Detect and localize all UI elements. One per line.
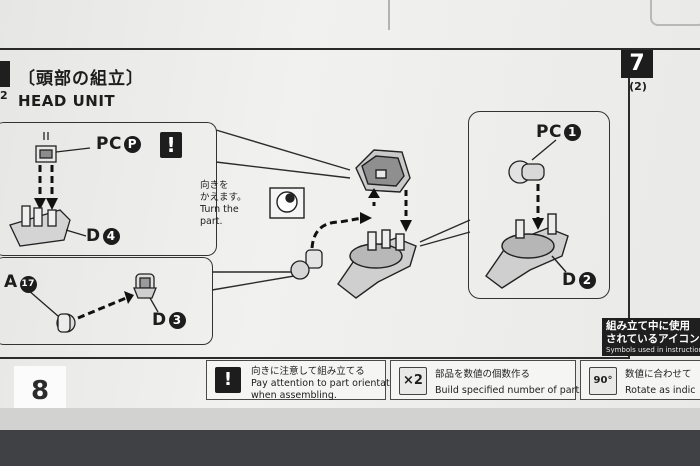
next-step-number: 7 — [621, 50, 653, 78]
arrowhead — [360, 212, 372, 224]
legend-item-quantity: ×2 部品を数値の個数作る Build specified number of … — [390, 360, 587, 400]
previous-section-strip — [0, 0, 700, 50]
step-panel — [0, 55, 630, 359]
part-head-base-icon — [337, 229, 417, 299]
faded-divider — [388, 0, 390, 30]
part-d4-icon — [9, 205, 87, 247]
callout-line — [211, 274, 301, 291]
turn-part-icon — [269, 187, 305, 219]
faded-box — [650, 0, 700, 26]
insert-arrow — [310, 216, 363, 249]
page-number: 8 — [14, 366, 66, 416]
warning-icon: ! — [215, 367, 241, 393]
arrowhead — [400, 220, 412, 232]
next-step-sub: (2) — [629, 80, 647, 93]
detail-bubble-pc-p — [0, 122, 217, 256]
part-d2-icon — [485, 213, 569, 289]
step-title-en: HEAD UNIT — [18, 92, 116, 110]
turn-part-note: 向きを かえます。 Turn the part. — [200, 180, 247, 227]
part-pc-1-icon — [508, 139, 557, 184]
part-pc-p-icon — [35, 132, 91, 163]
legend-item-rotate: 90° 数値に合わせて Rotate as indic — [580, 360, 700, 400]
arrowhead — [368, 188, 380, 198]
icon-legend-heading: 組み立て中に使用 されているアイコン Symbols used in instr… — [602, 318, 700, 356]
detail-bubble-a17 — [0, 257, 213, 345]
callout-line — [419, 219, 471, 243]
step-tag-block — [0, 61, 10, 87]
detail-bubble-pc-1 — [468, 111, 610, 299]
callout-line — [419, 231, 471, 247]
insert-arrow — [77, 296, 127, 320]
step-title-jp: 〔頭部の組立〕 — [18, 69, 144, 89]
arrowhead — [34, 198, 46, 210]
legend-item-orientation: ! 向きに注意して組み立てる Pay attention to part ori… — [206, 360, 404, 401]
callout-line — [215, 161, 351, 179]
sheet-bottom-band — [0, 408, 700, 430]
part-neck-joint-icon — [290, 249, 323, 280]
callout-line — [215, 129, 351, 171]
arrowhead — [46, 198, 58, 210]
warning-icon: ! — [160, 132, 182, 158]
part-d3-icon — [133, 273, 159, 313]
multiply-icon: ×2 — [399, 367, 427, 395]
step-tag-sub: 2 — [0, 89, 8, 102]
step-tag: 2 — [0, 61, 10, 109]
arrowhead — [124, 291, 134, 304]
next-step-tag: 7 (2) — [621, 50, 655, 96]
rotate-icon: 90° — [589, 367, 617, 395]
arrowhead — [532, 218, 544, 230]
part-head-cover-icon — [355, 149, 411, 193]
part-a17-icon — [27, 289, 76, 333]
